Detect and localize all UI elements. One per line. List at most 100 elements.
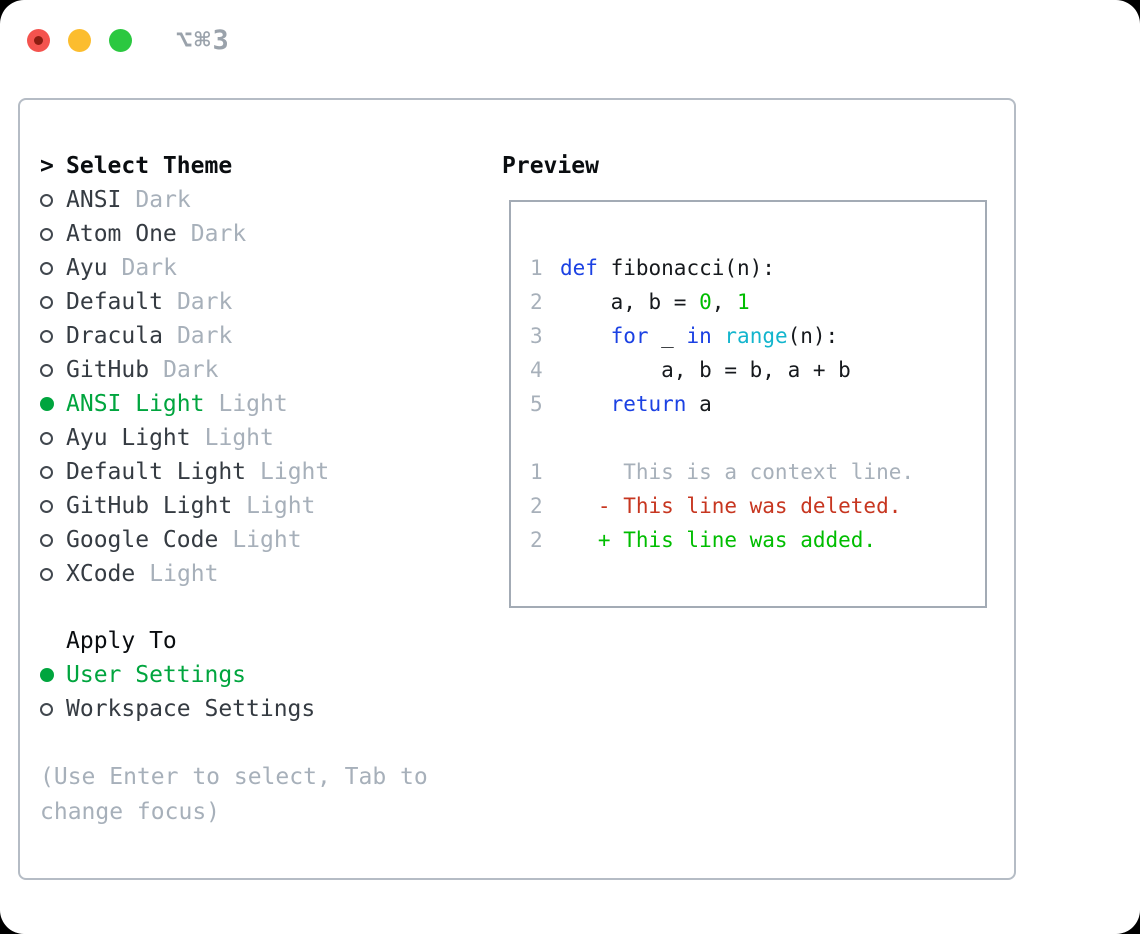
prompt-icon: > — [40, 153, 54, 179]
theme-name: Default Light — [66, 459, 247, 485]
prompt-marker: > — [40, 153, 66, 179]
keyboard-shortcut-label: ⌥⌘3 — [176, 25, 231, 56]
theme-name: Ayu Light — [66, 425, 191, 451]
theme-option-ayu[interactable]: Ayu Dark — [40, 251, 480, 285]
theme-option-default-light[interactable]: Default Light Light — [40, 455, 480, 489]
radio-marker — [40, 567, 66, 581]
usage-hint-text: (Use Enter to select, Tab to change focu… — [40, 764, 428, 825]
unsaved-indicator-dot — [34, 36, 43, 45]
line-number: 2 — [530, 494, 543, 518]
radio-unselected-icon — [40, 533, 53, 547]
radio-marker — [40, 397, 66, 411]
theme-variant-tag: Light — [232, 527, 302, 553]
code-token: (n): — [787, 324, 839, 348]
zoom-button[interactable] — [109, 29, 132, 52]
line-number: 1 — [530, 460, 543, 484]
theme-name: Ayu — [66, 255, 108, 281]
apply-option-user-settings[interactable]: User Settings — [40, 658, 480, 692]
radio-marker — [40, 363, 66, 377]
theme-option-github[interactable]: GitHub Dark — [40, 353, 480, 387]
theme-option-dracula[interactable]: Dracula Dark — [40, 319, 480, 353]
radio-unselected-icon — [40, 702, 53, 716]
radio-unselected-icon — [40, 261, 53, 275]
theme-name: Dracula — [66, 323, 163, 349]
code-token: def — [560, 256, 598, 280]
preview-pane: 1 def fibonacci(n): 2 a, b = 0, 1 3 for _ i… — [509, 200, 987, 608]
radio-selected-icon — [40, 668, 54, 682]
radio-marker — [40, 702, 66, 716]
code-token: a — [686, 392, 712, 416]
close-button[interactable] — [27, 29, 50, 52]
radio-marker — [40, 465, 66, 479]
apply-option-label: Workspace Settings — [66, 696, 316, 722]
radio-marker — [40, 668, 66, 682]
line-number: 2 — [530, 290, 543, 314]
code-line: 2 + This line was added. — [530, 523, 985, 557]
line-number: 4 — [530, 358, 543, 382]
code-line: 5 return a — [530, 387, 985, 421]
code-token: , — [711, 290, 738, 314]
minimize-button[interactable] — [68, 29, 91, 52]
theme-variant-tag: Dark — [121, 255, 177, 281]
code-token: _ — [648, 324, 687, 348]
line-number: 1 — [530, 256, 543, 280]
radio-unselected-icon — [40, 499, 53, 513]
theme-variant-tag: Light — [246, 493, 316, 519]
code-line: 2 - This line was deleted. — [530, 489, 985, 523]
code-token: range — [724, 324, 788, 348]
code-token: for — [610, 324, 649, 348]
code-token: fibonacci(n): — [597, 256, 775, 280]
radio-marker — [40, 431, 66, 445]
radio-marker — [40, 329, 66, 343]
radio-unselected-icon — [40, 193, 53, 207]
code-token: - This line was deleted. — [560, 494, 902, 518]
code-token: return — [610, 392, 687, 416]
radio-unselected-icon — [40, 431, 53, 445]
theme-name: GitHub — [66, 357, 150, 383]
theme-name: ANSI — [66, 187, 122, 213]
radio-marker — [40, 499, 66, 513]
apply-option-workspace-settings[interactable]: Workspace Settings — [40, 692, 480, 726]
line-number: 3 — [530, 324, 543, 348]
radio-marker — [40, 193, 66, 207]
line-number: 2 — [530, 528, 543, 552]
theme-name: GitHub Light — [66, 493, 233, 519]
preview-header: Preview — [502, 153, 599, 179]
radio-unselected-icon — [40, 363, 53, 377]
code-token: 1 — [737, 290, 750, 314]
code-token: a, b = — [560, 290, 700, 314]
radio-unselected-icon — [40, 227, 53, 241]
radio-unselected-icon — [40, 295, 53, 309]
code-line: 1 def fibonacci(n): — [530, 251, 985, 285]
code-token — [560, 392, 611, 416]
theme-option-github-light[interactable]: GitHub Light Light — [40, 489, 480, 523]
apply-option-label: User Settings — [66, 662, 247, 688]
select-theme-header: Select Theme — [66, 153, 233, 179]
radio-unselected-icon — [40, 465, 53, 479]
code-line: 2 a, b = 0, 1 — [530, 285, 985, 319]
radio-marker — [40, 227, 66, 241]
radio-marker — [40, 533, 66, 547]
apply-to-header: Apply To — [66, 628, 177, 654]
theme-variant-tag: Dark — [176, 323, 233, 349]
theme-variant-tag: Dark — [190, 221, 247, 247]
radio-marker — [40, 295, 66, 309]
code-token: in — [686, 324, 712, 348]
theme-variant-tag: Dark — [176, 289, 233, 315]
theme-variant-tag: Dark — [163, 357, 219, 383]
select-theme-header-row: > Select Theme — [40, 149, 480, 183]
theme-variant-tag: Light — [260, 459, 330, 485]
code-token: a, b = b, a + b — [560, 358, 851, 382]
